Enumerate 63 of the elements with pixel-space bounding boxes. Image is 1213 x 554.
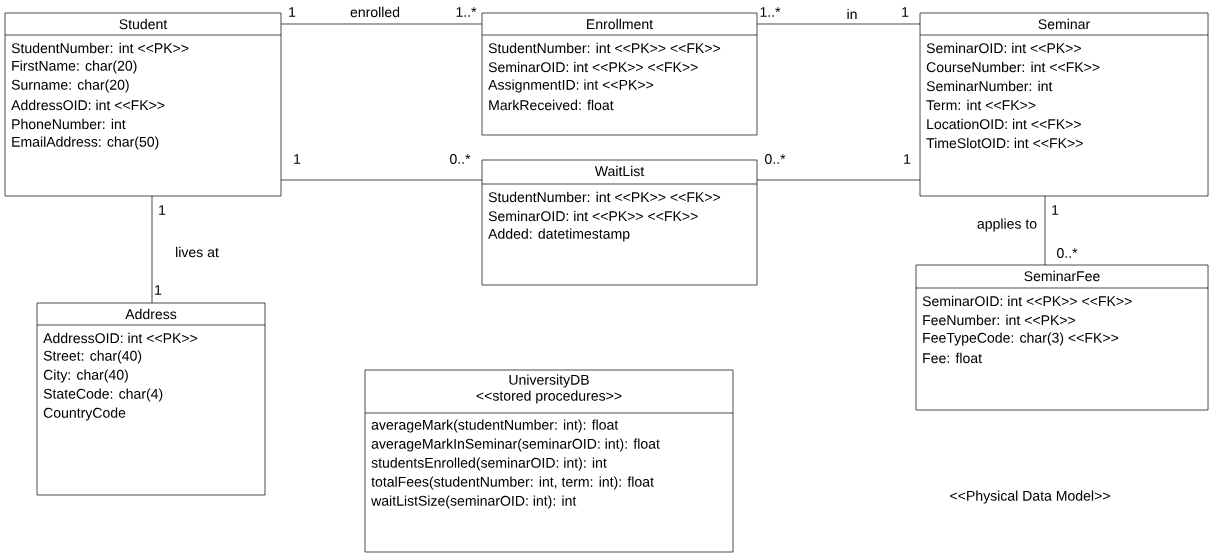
attribute-text: TimeSlotOID: int <<FK>> [926, 137, 1083, 149]
class-name: Student [119, 18, 168, 30]
association-line [756, 179, 921, 181]
edge-label: enrolled [350, 6, 400, 18]
multiplicity-label: 0..* [450, 154, 471, 164]
class-name: WaitList [594, 165, 645, 177]
attribute-text: CourseNumber: int <<FK>> [926, 61, 1100, 73]
attribute-text: FeeTypeCode: char(3) <<FK>> [923, 332, 1119, 346]
operation-text: averageMarkInSeminar(seminarOID: int): float [371, 438, 660, 452]
operation-text: totalFees(studentNumber: int, term: int): float [371, 476, 654, 490]
note-text: <<Physical Data Model>> [950, 490, 1110, 504]
attribute-text: SeminarOID: int <<PK>> <<FK>> [488, 61, 698, 73]
attribute-text: SeminarOID: int <<PK>> [926, 42, 1081, 54]
attribute-text: StateCode: char(4) [43, 388, 163, 402]
attribute-text: SeminarNumber: int [926, 80, 1053, 92]
attribute-text: AssignmentID: int <<PK>> [488, 79, 654, 93]
multiplicity-label: 0..* [1057, 248, 1078, 258]
attribute-text: AddressOID: int <<FK>> [11, 99, 165, 111]
multiplicity-label: 1 [1052, 205, 1059, 215]
class-name: Enrollment [587, 18, 653, 30]
edge-label: lives at [176, 246, 219, 258]
multiplicity-label: 1 [294, 154, 301, 164]
multiplicity-label: 0..* [765, 154, 786, 164]
stereotype-text: <<stored procedures>> [476, 390, 622, 404]
class-name: Address [125, 308, 177, 320]
operation-text: averageMark(studentNumber: int): float [371, 419, 619, 433]
attribute-text: StudentNumber: int <<PK>> <<FK>> [488, 191, 721, 203]
attribute-text: FeeNumber: int <<PK>> [923, 314, 1076, 326]
operation-text: waitListSize(seminarOID: int): int [371, 495, 577, 509]
class-name: SeminarFee [1024, 270, 1100, 282]
attribute-text: City: char(40) [43, 369, 128, 383]
attribute-text: Fee: float [923, 352, 982, 364]
attribute-text: StudentNumber: int <<PK>> [11, 42, 189, 54]
multiplicity-label: 1 [902, 7, 909, 17]
association-line [280, 23, 483, 25]
attribute-text: SeminarOID: int <<PK>> <<FK>> [922, 295, 1132, 307]
attribute-text: FirstName: char(20) [12, 60, 137, 74]
attribute-text: AddressOID: int <<PK>> [43, 332, 198, 344]
attribute-text: Term: int <<FK>> [926, 99, 1036, 111]
operation-text: studentsEnrolled(seminarOID: int): int [371, 457, 607, 471]
multiplicity-label: 1 [159, 205, 166, 215]
attribute-text: SeminarOID: int <<PK>> <<FK>> [488, 210, 698, 222]
attribute-text: CountryCode [43, 407, 126, 421]
attribute-text: PhoneNumber: int [12, 118, 126, 130]
class-name: Seminar [1038, 18, 1090, 30]
multiplicity-label: 1 [289, 7, 296, 17]
attribute-text: MarkReceived: float [489, 99, 614, 111]
attribute-text: LocationOID: int <<FK>> [927, 118, 1081, 130]
attribute-text: EmailAddress: char(50) [12, 136, 159, 150]
association-line [280, 179, 483, 181]
attribute-text: Street: char(40) [43, 350, 142, 364]
edge-label: applies to [977, 218, 1037, 232]
attribute-text: Surname: char(20) [11, 79, 129, 93]
multiplicity-label: 1..* [760, 7, 781, 17]
edge-label: in [847, 8, 857, 20]
class-name: UniversityDB [509, 374, 589, 388]
attribute-text: StudentNumber: int <<PK>> <<FK>> [488, 42, 721, 54]
association-line [1044, 195, 1046, 266]
association-line [756, 23, 921, 25]
association-line [151, 195, 153, 304]
multiplicity-label: 1 [155, 285, 162, 295]
attribute-text: Added: datetimestamp [488, 228, 630, 242]
multiplicity-label: 1..* [456, 7, 477, 17]
